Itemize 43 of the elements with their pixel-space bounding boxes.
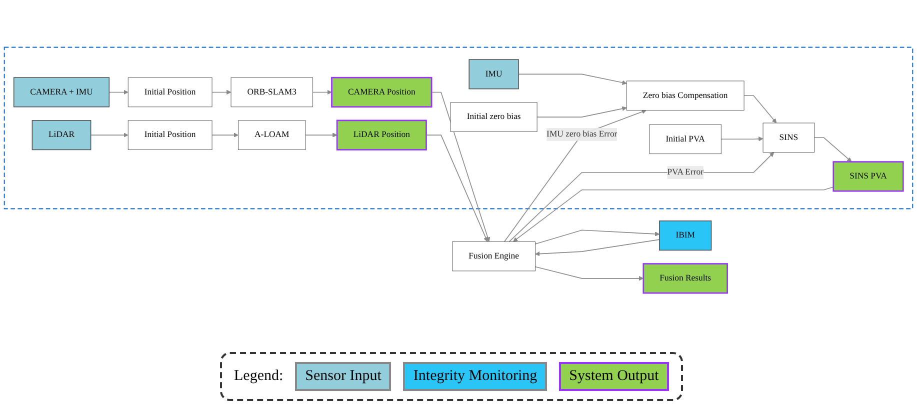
arrow [720,136,764,142]
node-box: IMU [468,58,519,90]
arrow [744,95,777,124]
legend-title: Legend: [234,368,284,385]
arrow [536,106,627,118]
arrow [212,90,232,94]
arrow [90,132,128,138]
arrow [212,132,238,138]
arrow [312,90,332,94]
node-box: Initial zero bias [450,102,538,132]
node-box: IBIM [659,220,712,250]
node-box: Zero bias Compensation [626,80,744,110]
node-box: SINS PVA [832,160,904,192]
node-box: Initial Position [128,120,212,150]
arrow [508,152,774,242]
arrow [535,238,660,256]
edge-label: PVA Error [667,167,704,177]
node-box: CAMERA Position [331,76,432,108]
node-box: Initial Position [128,77,212,107]
arrow [814,137,852,162]
legend-swatch: Sensor Input [295,362,392,391]
arrow [504,109,646,242]
node-box: Fusion Results [642,262,728,294]
node-box: Initial PVA [649,124,722,154]
arrow [108,90,128,94]
node-box: CAMERA + IMU [13,76,110,108]
node-box: LiDAR [32,120,92,150]
arrow [513,186,834,242]
legend-swatch: System Output [559,362,669,391]
arrow [426,134,488,242]
arrow [431,92,490,242]
arrow [534,266,644,281]
arrow [305,132,338,138]
edge-label: IMU zero bias Error [546,129,618,139]
node-box: A-LOAM [238,120,306,150]
arrow [534,230,660,244]
arrow [518,74,627,85]
node-box: SINS [762,122,815,152]
node-box: LiDAR Position [336,120,427,150]
node-box: ORB-SLAM3 [230,77,314,107]
cluster [4,46,914,210]
node-box: Fusion Engine [452,241,536,272]
legend-swatch: Integrity Monitoring [403,362,548,391]
